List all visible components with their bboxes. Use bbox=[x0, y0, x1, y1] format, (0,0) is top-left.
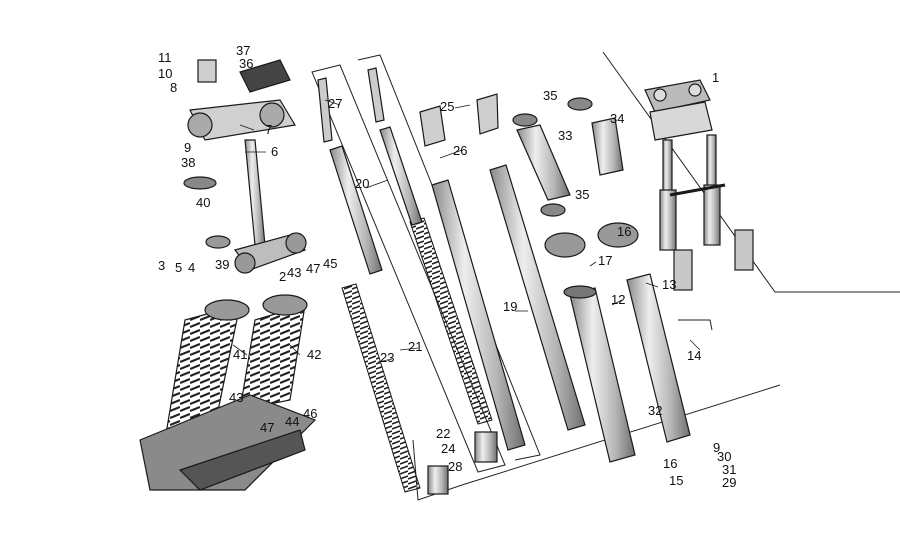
callout-3: 3 bbox=[158, 258, 165, 273]
callout-25: 25 bbox=[440, 99, 454, 114]
callout-28: 28 bbox=[448, 459, 462, 474]
steering-stem-illustration bbox=[183, 59, 307, 274]
callout-47a: 47 bbox=[306, 261, 320, 276]
callout-21: 21 bbox=[408, 339, 422, 354]
callout-2: 2 bbox=[279, 269, 286, 284]
callout-9a: 9 bbox=[184, 140, 191, 155]
callout-42: 42 bbox=[307, 347, 321, 362]
callout-43b: 43 bbox=[229, 390, 243, 405]
fork-springs-illustration bbox=[341, 217, 493, 493]
callout-5: 5 bbox=[175, 260, 182, 275]
callout-4: 4 bbox=[188, 260, 195, 275]
fork-assembly-illustration bbox=[644, 79, 754, 291]
callout-30: 30 bbox=[717, 449, 731, 464]
callout-44: 44 bbox=[285, 414, 299, 429]
callout-32: 32 bbox=[648, 403, 662, 418]
callout-36: 36 bbox=[239, 56, 253, 71]
callout-35a: 35 bbox=[543, 88, 557, 103]
callout-22: 22 bbox=[436, 426, 450, 441]
callout-labels: 1 2 3 4 5 6 7 8 9 9 10 11 12 13 14 15 16… bbox=[158, 43, 736, 490]
callout-35b: 35 bbox=[575, 187, 589, 202]
callout-39: 39 bbox=[215, 257, 229, 272]
callout-8: 8 bbox=[170, 80, 177, 95]
rear-shock-illustration bbox=[139, 294, 317, 491]
callout-29: 29 bbox=[722, 475, 736, 490]
callout-37: 37 bbox=[236, 43, 250, 58]
callout-11: 11 bbox=[158, 50, 172, 65]
callout-20: 20 bbox=[355, 176, 369, 191]
callout-47b: 47 bbox=[260, 420, 274, 435]
callout-15: 15 bbox=[669, 473, 683, 488]
callout-17: 17 bbox=[598, 253, 612, 268]
callout-46: 46 bbox=[303, 406, 317, 421]
callout-38: 38 bbox=[181, 155, 195, 170]
callout-16b: 16 bbox=[663, 456, 677, 471]
callout-1: 1 bbox=[712, 70, 719, 85]
callout-14: 14 bbox=[687, 348, 701, 363]
callout-33: 33 bbox=[558, 128, 572, 143]
callout-16a: 16 bbox=[617, 224, 631, 239]
callout-13: 13 bbox=[662, 277, 676, 292]
callout-6: 6 bbox=[271, 144, 278, 159]
callout-41: 41 bbox=[233, 347, 247, 362]
callout-43a: 43 bbox=[287, 265, 301, 280]
callout-10: 10 bbox=[158, 66, 172, 81]
callout-9b: 9 bbox=[713, 440, 720, 455]
callout-19: 19 bbox=[503, 299, 517, 314]
callout-31: 31 bbox=[722, 462, 736, 477]
callout-7: 7 bbox=[265, 122, 272, 137]
callout-34: 34 bbox=[610, 111, 624, 126]
fork-tubes-illustration bbox=[317, 67, 691, 495]
leader-lines bbox=[232, 99, 701, 363]
callout-24: 24 bbox=[441, 441, 455, 456]
callout-40: 40 bbox=[196, 195, 210, 210]
callout-23: 23 bbox=[380, 350, 394, 365]
callout-45: 45 bbox=[323, 256, 337, 271]
